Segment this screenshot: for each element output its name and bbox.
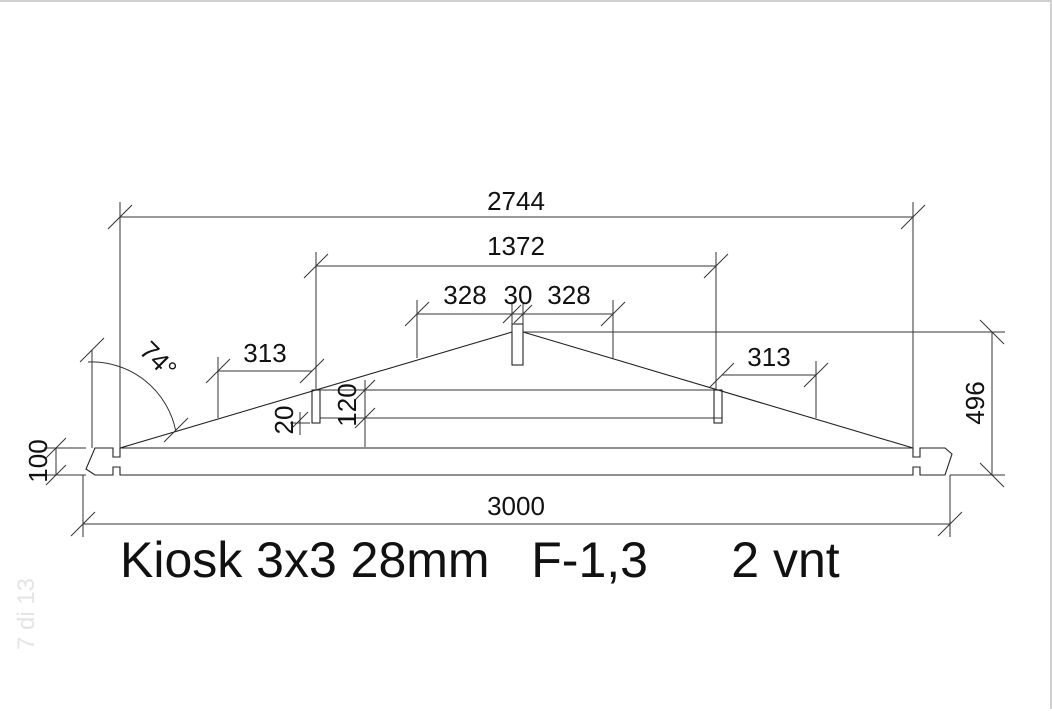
- dim-left-segment: 313: [243, 338, 286, 368]
- dim-peak-center: 30: [504, 280, 533, 310]
- dim-right-segment: 313: [747, 342, 790, 372]
- dim-middle-span: 1372: [487, 231, 545, 261]
- dim-peak-left: 328: [443, 280, 486, 310]
- dim-small-height: 20: [269, 406, 299, 435]
- dim-peak-right: 328: [547, 280, 590, 310]
- dim-mid-height: 120: [332, 383, 362, 426]
- dim-overall-top: 2744: [487, 186, 545, 216]
- dim-angle: 74°: [134, 335, 183, 384]
- dimension-labels: 2744 1372 328 30 328 313 313 20 120 100 …: [23, 186, 990, 521]
- dim-base-height: 100: [23, 439, 53, 482]
- dimension-lines: [44, 202, 1005, 537]
- dim-base-length: 3000: [487, 491, 545, 521]
- dim-total-height: 496: [960, 381, 990, 424]
- page-indicator: 7 di 13: [13, 577, 40, 651]
- drawing-title: Kiosk 3x3 28mm F-1,3 2 vnt: [120, 532, 840, 588]
- truss-outline: [85, 323, 953, 476]
